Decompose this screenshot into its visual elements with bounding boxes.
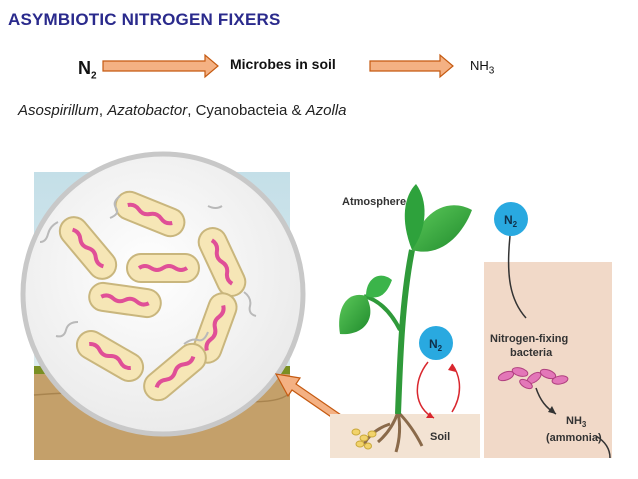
atmosphere-label: Atmosphere (342, 196, 406, 208)
flow-product-sub: 3 (488, 65, 495, 77)
n2-bubble-top (494, 202, 528, 236)
slide-title: ASYMBIOTIC NITROGEN FIXERS (8, 10, 281, 29)
rod-bacterium (126, 253, 200, 283)
soil-label: Soil (430, 431, 450, 443)
flow-source-sub: 2 (91, 70, 97, 82)
plant-leaf (366, 275, 392, 298)
rod-bacterium (88, 281, 162, 319)
flow-arrow-2 (369, 53, 454, 79)
bacteria-cluster (497, 367, 569, 390)
n2-bubble-mid (419, 326, 453, 360)
rod-bacteria-group (39, 190, 257, 402)
flow-middle-label: Microbes in soil (230, 56, 336, 72)
n2-down-arrow (507, 235, 527, 319)
magnifier-lens (20, 151, 306, 437)
flow-product-text: NH (470, 58, 489, 73)
rod-bacterium (114, 190, 186, 238)
n2-bubble-mid-text: N2 (429, 337, 443, 353)
flow-product-nh3: NH3 (470, 58, 494, 77)
ammonia-label: (ammonia) (546, 432, 602, 444)
flow-arrow-1 (102, 53, 219, 79)
cycle-arrow-up (451, 363, 461, 413)
plant-leaf (339, 294, 371, 335)
plant-stem (395, 249, 415, 415)
organism-sep-1: , (98, 102, 108, 119)
fixing-label-line1: Nitrogen-fixing (490, 333, 568, 345)
cycle-arrow-down (416, 361, 435, 419)
magnified-soil-illustration (20, 151, 306, 460)
flagella (39, 195, 257, 345)
organism-list: Asospirillum, Azatobactor, Cyanobacteia … (18, 102, 347, 119)
plant-leaf (412, 205, 472, 252)
flow-source-text: N (78, 58, 91, 78)
flow-source-n2: N2 (78, 58, 97, 82)
plant-roots (362, 410, 424, 453)
organism-sep-2: , Cyanobacteia & (187, 102, 306, 119)
soil-panel (484, 262, 612, 458)
fixing-label-line2: bacteria (510, 347, 553, 359)
root-nodules (351, 428, 377, 450)
organism-3: Azolla (305, 102, 347, 119)
rod-bacterium (75, 330, 145, 382)
rod-bacterium (58, 216, 118, 280)
nitrogen-cycle-illustration: Atmosphere N2 N2 Nitrogen-fixing bacteri… (330, 184, 612, 459)
nh3-label: NH3 (566, 415, 587, 429)
rod-bacterium (143, 342, 207, 402)
n2-bubble-top-text: N2 (504, 213, 518, 229)
organism-2: Azatobactor (107, 102, 188, 119)
organism-1: Asospirillum (18, 102, 99, 119)
plant-leaf (404, 184, 425, 250)
rod-bacterium (197, 227, 247, 297)
